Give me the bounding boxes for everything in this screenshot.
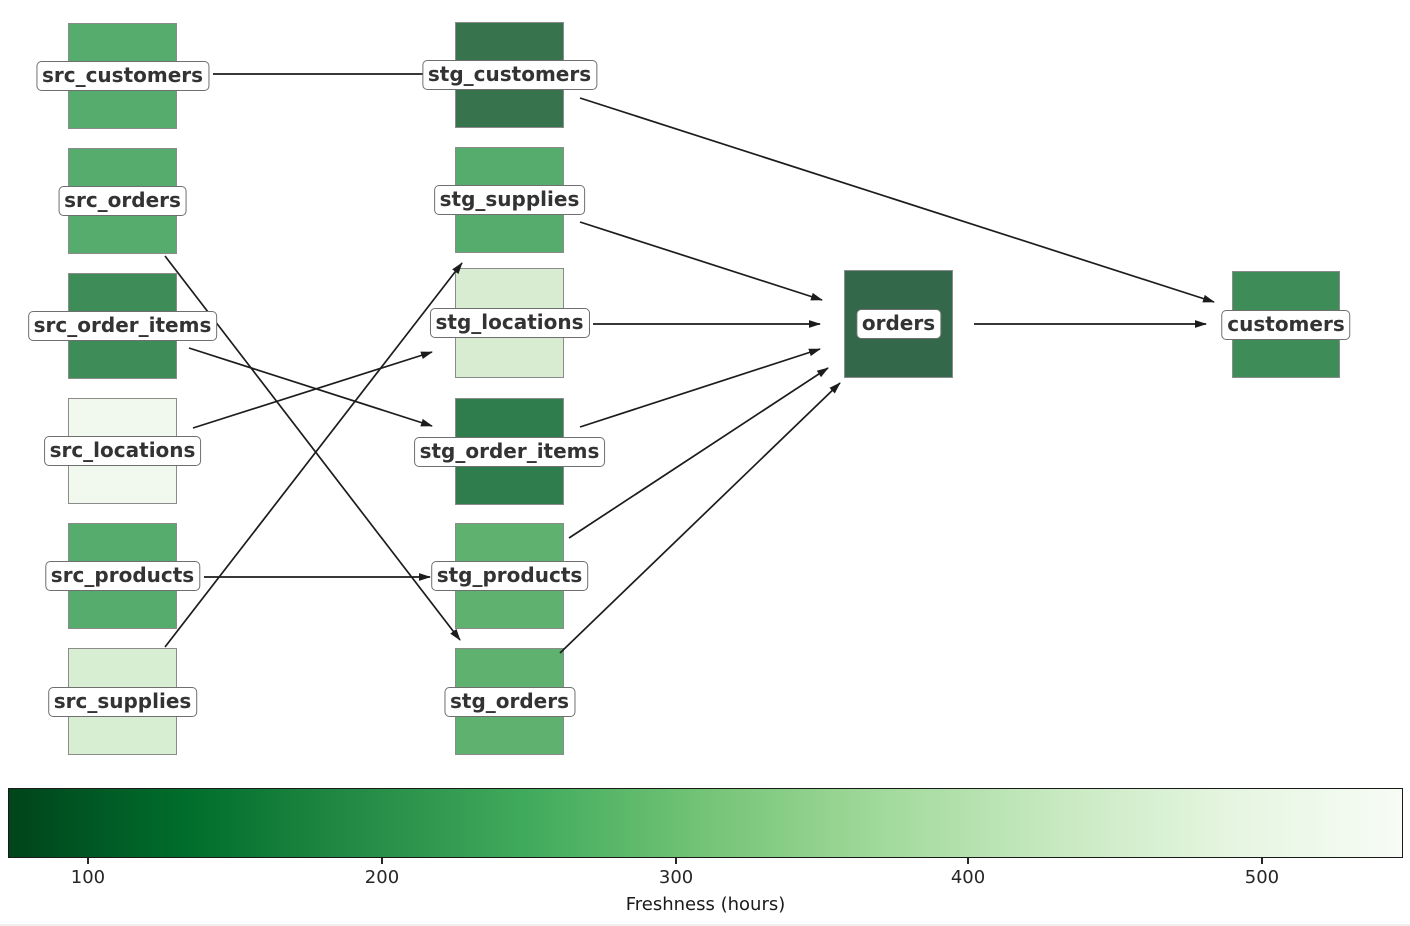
node-label-stg_products: stg_products: [430, 561, 589, 591]
colorbar-tick-label-500: 500: [1244, 867, 1280, 888]
edge-src_locations-to-stg_locations: [192, 351, 433, 429]
colorbar-tickmark-100: [87, 858, 89, 864]
node-label-stg_order_items: stg_order_items: [413, 436, 606, 467]
edge-stg_customers-to-customers: [579, 97, 1215, 303]
node-label-stg_customers: stg_customers: [421, 60, 598, 90]
edge-src_order_items-to-stg_order_items: [188, 347, 433, 427]
edge-stg_order_items-to-orders: [579, 348, 821, 428]
node-label-customers: customers: [1221, 309, 1351, 340]
node-label-stg_orders: stg_orders: [443, 686, 576, 717]
edge-stg_products-to-orders: [568, 367, 829, 539]
node-label-src_customers: src_customers: [35, 61, 210, 91]
edge-stg_supplies-to-orders: [579, 221, 823, 301]
node-label-src_order_items: src_order_items: [27, 311, 218, 341]
colorbar-tick-label-400: 400: [950, 867, 986, 888]
colorbar-tickmark-300: [675, 858, 677, 864]
node-label-orders: orders: [855, 309, 942, 339]
colorbar-tickmark-500: [1261, 858, 1263, 864]
node-label-src_supplies: src_supplies: [47, 686, 198, 717]
node-label-src_orders: src_orders: [58, 186, 187, 216]
colorbar-tickmark-200: [381, 858, 383, 864]
colorbar-gradient: [8, 788, 1403, 858]
colorbar: 100 200 300 400 500 Freshness (hours): [8, 788, 1403, 918]
node-label-stg_supplies: stg_supplies: [433, 185, 586, 215]
colorbar-tickmark-400: [967, 858, 969, 864]
node-label-src_products: src_products: [44, 561, 201, 591]
colorbar-tick-label-200: 200: [364, 867, 400, 888]
node-label-stg_locations: stg_locations: [429, 308, 590, 338]
colorbar-axis-label: Freshness (hours): [625, 894, 786, 915]
colorbar-tick-label-100: 100: [70, 867, 106, 888]
window-bottom-edge: [0, 924, 1410, 926]
edge-src_supplies-to-stg_supplies: [164, 262, 463, 648]
edge-stg_orders-to-orders: [559, 382, 841, 654]
colorbar-tick-label-300: 300: [658, 867, 694, 888]
node-label-src_locations: src_locations: [43, 436, 202, 466]
